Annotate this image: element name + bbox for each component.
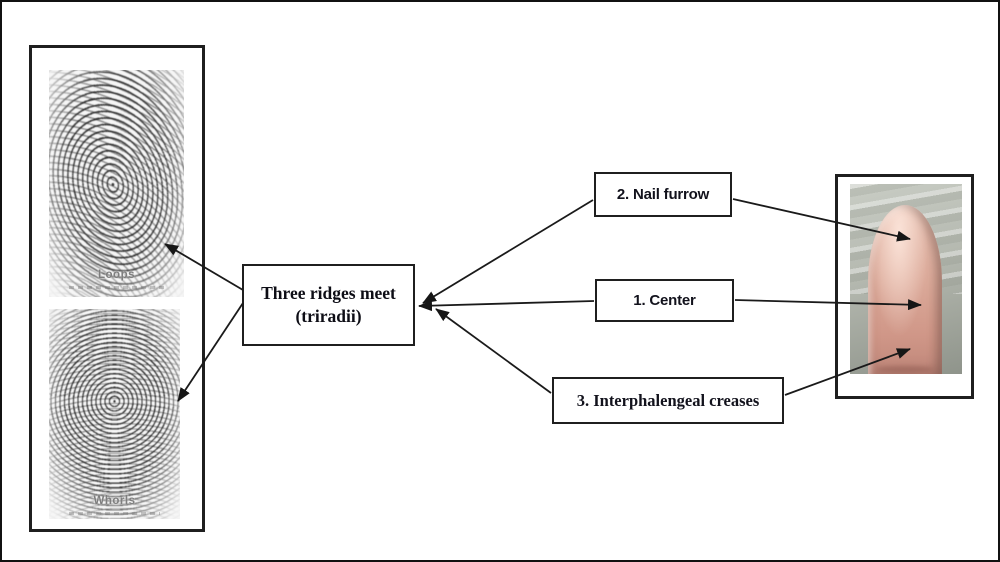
whorl-caption: Whorls — [93, 495, 136, 507]
callout-center: 1. Center — [595, 279, 734, 322]
whorl-fingerprint-image: Whorls — [49, 309, 180, 519]
finger-crease-shadow — [876, 365, 933, 373]
finger-photo-box — [835, 174, 974, 399]
arrow-nail-furrow-to-triradii — [422, 199, 594, 304]
nail-furrow-label: 2. Nail furrow — [616, 186, 710, 203]
loop-caption: Loops — [98, 269, 135, 281]
callout-nail-furrow: 2. Nail furrow — [594, 172, 732, 217]
center-label: 1. Center — [633, 292, 696, 309]
callout-interphalangeal-creases: 3. Interphalengeal creases — [552, 377, 784, 424]
interphalangeal-creases-label: 3. Interphalengeal creases — [576, 390, 760, 410]
triradii-label-line1: Three ridges meet — [261, 283, 396, 304]
fine-print-line — [68, 512, 161, 515]
finger-photo — [850, 184, 962, 374]
whorl-ridge-pattern — [49, 309, 180, 519]
fine-print-line — [69, 286, 164, 289]
loop-ridge-pattern — [49, 70, 184, 297]
fingertip-shape — [867, 204, 942, 374]
arrow-center-to-triradii — [418, 300, 595, 312]
triradii-label-line2: (triradii) — [295, 306, 362, 326]
triradii-box: Three ridges meet (triradii) — [242, 264, 415, 346]
arrow-interphalangeal-to-triradii — [435, 308, 552, 394]
fingerprint-examples-panel: Loops Whorls — [29, 45, 205, 532]
loop-fingerprint-image: Loops — [49, 70, 184, 297]
